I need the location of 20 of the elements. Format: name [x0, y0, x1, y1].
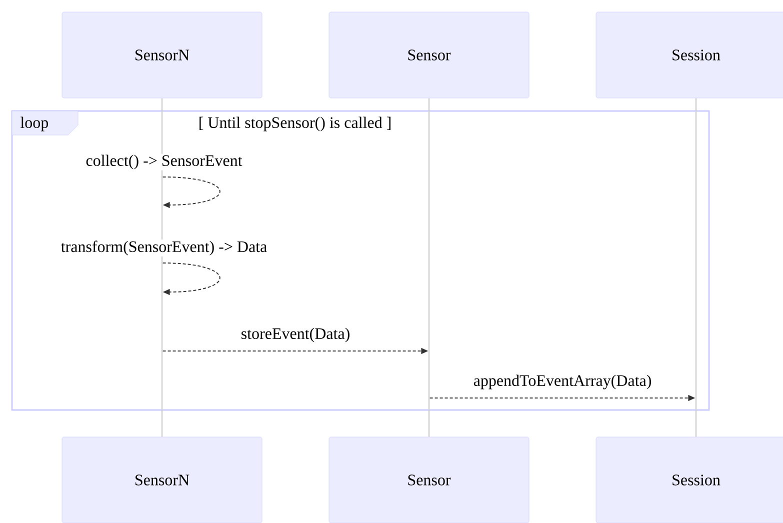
actor-box: SensorN — [62, 12, 262, 98]
message-label: collect() -> SensorEvent — [84, 154, 244, 170]
lifeline — [161, 409, 163, 437]
actor-box: Session — [596, 436, 783, 523]
lifeline — [695, 409, 697, 437]
self-message-arrow — [162, 262, 220, 296]
lifeline — [428, 112, 430, 409]
actor-box: Session — [596, 12, 783, 98]
lifeline — [695, 98, 697, 112]
lifeline — [428, 98, 430, 112]
lifeline — [695, 112, 697, 409]
message-label: appendToEventArray(Data) — [472, 374, 653, 390]
actor-box: SensorN — [62, 436, 262, 523]
message-label: transform(SensorEvent) -> Data — [60, 240, 268, 256]
lifeline — [161, 98, 163, 112]
self-message-arrow — [162, 176, 220, 208]
message-label: storeEvent(Data) — [240, 326, 352, 344]
lifeline — [428, 409, 430, 437]
actor-box: Sensor — [328, 436, 530, 523]
actor-box: Sensor — [328, 12, 530, 98]
